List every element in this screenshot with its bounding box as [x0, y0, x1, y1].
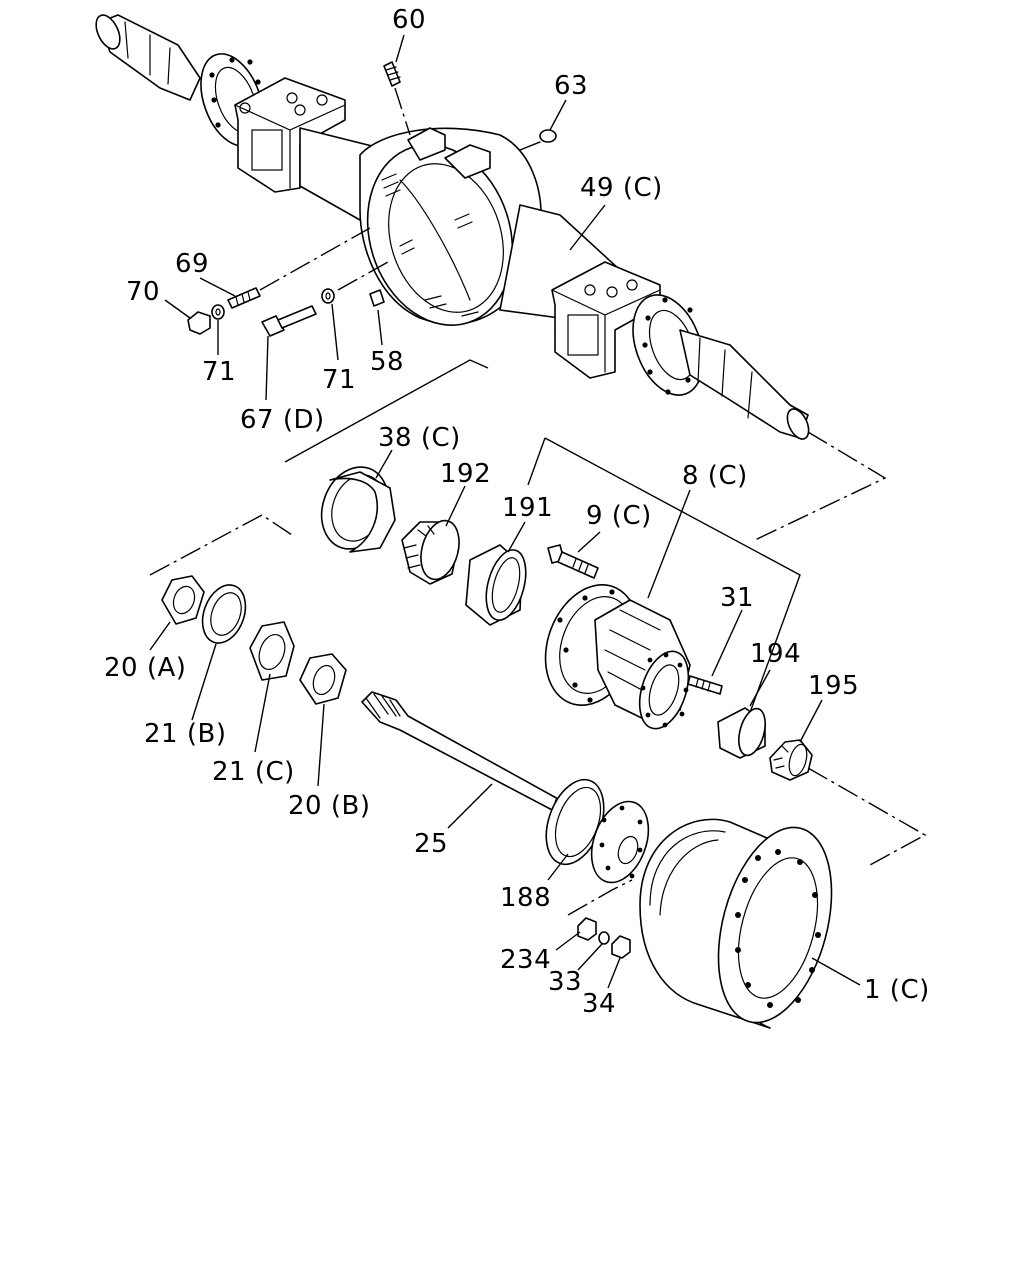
nut-234: [577, 917, 597, 941]
oil-seal-38: [320, 466, 396, 553]
part-labels: 60 63 49 (C) 69 70 71 71 58 67 (D) 38 (C…: [104, 5, 930, 1019]
label-71-left: 71: [202, 357, 236, 387]
label-58: 58: [370, 347, 404, 377]
label-38: 38 (C): [378, 423, 461, 453]
label-69: 69: [175, 249, 209, 279]
label-31: 31: [720, 583, 754, 613]
label-21c: 21 (C): [212, 757, 295, 787]
washer-71-right: [321, 288, 335, 304]
axle-housing: [95, 14, 810, 440]
washer-71-left: [211, 304, 225, 320]
leader-lines: [149, 34, 861, 989]
label-33: 33: [548, 967, 582, 997]
lock-washer-21b: [201, 584, 247, 644]
label-8: 8 (C): [682, 461, 748, 491]
center-lines: [149, 87, 927, 916]
nut-34: [611, 935, 631, 959]
bolt-67: [261, 305, 317, 337]
label-71-right: 71: [322, 365, 356, 395]
hub-nut-20b: [299, 653, 347, 705]
label-60: 60: [392, 5, 426, 35]
label-49: 49 (C): [580, 173, 663, 203]
label-70: 70: [126, 277, 160, 307]
bearing-cone-192: [401, 519, 460, 585]
label-25: 25: [414, 829, 448, 859]
label-20b: 20 (B): [288, 791, 370, 821]
label-67: 67 (D): [240, 405, 325, 435]
tab-washer-21c: [249, 621, 295, 681]
label-192: 192: [440, 459, 491, 489]
label-234: 234: [500, 945, 551, 975]
plug-58: [369, 289, 385, 307]
label-9: 9 (C): [586, 501, 652, 531]
label-1: 1 (C): [864, 975, 930, 1005]
bearing-cone-195: [769, 739, 813, 781]
wheel-hub-8: [544, 584, 691, 730]
bearing-race-191: [465, 544, 527, 626]
nut-70: [187, 311, 211, 335]
label-194: 194: [750, 639, 801, 669]
axle-flange: [590, 800, 650, 884]
label-21b: 21 (B): [144, 719, 226, 749]
bearing-race-194: [717, 707, 766, 759]
label-188: 188: [500, 883, 551, 913]
label-34: 34: [582, 989, 616, 1019]
brake-drum-1: [639, 818, 833, 1029]
stud-69: [227, 287, 261, 309]
hub-nut-20a: [161, 575, 205, 625]
label-63: 63: [554, 71, 588, 101]
label-20a: 20 (A): [104, 653, 186, 683]
plug-60: [383, 61, 401, 87]
label-191: 191: [502, 493, 553, 523]
label-195: 195: [808, 671, 859, 701]
plug-63: [539, 129, 557, 143]
hub-bolt-9: [547, 544, 599, 579]
hub-stud-31: [687, 675, 723, 695]
washer-33: [598, 931, 610, 945]
